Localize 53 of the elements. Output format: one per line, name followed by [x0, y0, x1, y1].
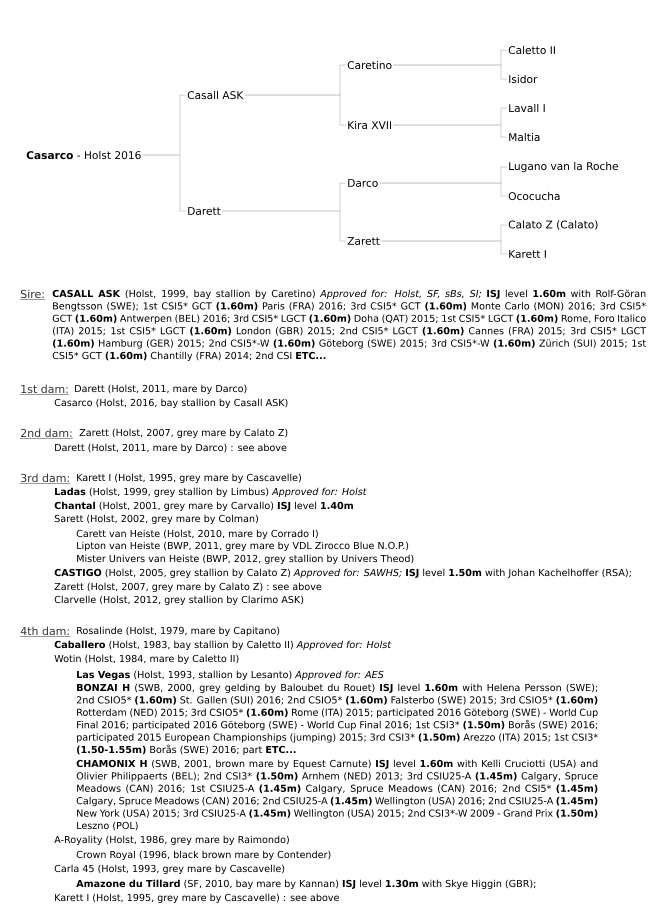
pedigree-entry: Sarett (Holst, 2002, grey mare by Colman) — [54, 514, 258, 524]
pedigree-line — [142, 154, 186, 212]
section-heading: Sire: — [20, 290, 46, 300]
pedigree-entry: Caballero (Holst, 1983, bay stallion by Caletto II) Approved for: Holst — [54, 640, 392, 650]
horse-name: Darco — [348, 179, 378, 187]
pedigree-line — [380, 240, 508, 254]
pedigree-entry: CASTIGO (Holst, 2005, grey stallion by Calato Z) Approved for: SAWHS; ISJ level 1.50m with Johan Kachelhoffer (RSA); — [54, 568, 631, 578]
horse-name: Maltia — [509, 132, 540, 142]
pedigree-entry: Carett van Heiste (Holst, 2010, mare by Corrado I) — [76, 530, 318, 539]
pedigree-line — [392, 124, 508, 138]
section-heading: 3rd dam: — [20, 474, 71, 484]
pedigree-entry: Mister Univers van Heiste (BWP, 2012, grey stallion by Univers Theod) — [77, 554, 414, 564]
pedigree-entry: BONZAI H (SWB, 2000, grey gelding by Baloubet du Rouet) ISJ level 1.60m with Helena Persson (SWE); 2nd CSIO5* (1.60m) St. Gallen (SUI) 2016; 2nd CSIO5* (1.60m) Falsterbo (SWE) 2015; 3rd CSIO5* (1.60m) Rotterdam (NED) 2015; 3rd CSIO5* (1.60m) Rome (ITA) 2015; participated 2016 Göteborg (SWE) - World Cup Final 2016; participated 2016 Göteborg (SWE) - World Cup Final 2016; 1st CSI3* (1.50m) Borås (SWE) 2016; participated 2015 European Championships (jumping) 2015; 3rd CSI3* (1.50m) Arezzo (ITA) 2015; 1st CSI3* (1.50-1.55m) Borås (SWE) 2016; part ETC... — [76, 684, 598, 755]
pedigree-entry: Clarvelle (Holst, 2012, grey stallion by Clarimo ASK) — [54, 596, 304, 605]
pedigree-entry: Darett (Holst, 2011, mare by Darco) — [75, 384, 246, 394]
pedigree-line — [222, 210, 346, 242]
horse-name: Caletto II — [508, 46, 555, 54]
pedigree-entry: Chantal (Holst, 2001, grey mare by Carvallo) ISJ level 1.40m — [54, 502, 353, 511]
horse-name: Casall ASK — [188, 90, 244, 100]
pedigree-entry: Zarett (Holst, 2007, grey mare by Calato Z) : see above — [54, 582, 322, 592]
pedigree-entry: Darett (Holst, 2011, mare by Darco) : see above — [55, 444, 286, 453]
pedigree-entry: Amazone du Tillard (SF, 2010, bay mare by Kannan) ISJ level 1.30m with Skye Higgin (GBR); — [76, 880, 536, 889]
horse-name: Karett I — [509, 250, 546, 258]
pedigree-entry: Karett I (Holst, 1995, grey mare by Cascavelle) : see above — [55, 894, 339, 903]
horse-name: Zarett — [348, 237, 380, 245]
horse-name: Darett — [188, 207, 221, 215]
pedigree-line — [244, 94, 346, 126]
horse-name: Lavall I — [509, 104, 545, 112]
pedigree-entry: Carla 45 (Holst, 1993, grey mare by Cascavelle) — [54, 864, 284, 874]
horse-name: Calato Z (Calato) — [508, 220, 598, 230]
pedigree-entry: A-Royality (Holst, 1986, grey mare by Raimondo) — [54, 836, 289, 845]
horse-name: Casarco - Holst 2016 — [26, 150, 141, 160]
pedigree-entry: CASALL ASK (Holst, 1999, bay stallion by Caretino) Approved for: Holst, SF, sBs, SI; ISJ level 1.60m with Rolf-Göran Bengtsson (SWE); 1st CSI5* GCT (1.60m) Paris (FRA) 2016; 3rd CSI5* GCT (1.60m) Monte Carlo (MON) 2016; 3rd CSI5* GCT (1.60m) Antwerpen (BEL) 2016; 3rd CSI5* LGCT (1.60m) Doha (QAT) 2015; 1st CSI5* LGCT (1.60m) Rome, Foro Italico (ITA) 2015; 1st CSI5* LGCT (1.60m) London (GBR) 2015; 2nd CSI5* LGCT (1.60m) Cannes (FRA) 2015; 3rd CSI5* LGCT (1.60m) Hamburg (GER) 2015; 2nd CSI5*-W (1.60m) Göteborg (SWE) 2015; 3rd CSI5*-W (1.60m) Zürich (SUI) 2015; 1st CSI5* GCT (1.60m) Chantilly (FRA) 2014; 2nd CSI ETC... — [52, 290, 646, 361]
section-heading: 4th dam: — [20, 626, 71, 637]
pedigree-entry: Crown Royal (1996, black brown mare by Contender) — [76, 850, 330, 860]
section-heading: 2nd dam: — [20, 428, 74, 439]
horse-name: Kira XVII — [348, 120, 392, 130]
pedigree-entry: Ladas (Holst, 1999, grey stallion by Limbus) Approved for: Holst — [55, 488, 367, 497]
horse-name: Lugano van la Roche — [509, 162, 618, 172]
pedigree-entry: Casarco (Holst, 2016, bay stallion by Casall ASK) — [54, 398, 288, 408]
pedigree-entry: Rosalinde (Holst, 1979, mare by Capitano) — [77, 626, 280, 636]
pedigree-entry: Lipton van Heiste (BWP, 2011, grey mare by VDL Zirocco Blue N.O.P.) — [77, 542, 408, 551]
pedigree-entry: Wotin (Holst, 1984, mare by Caletto II) — [54, 654, 238, 664]
horse-name: Ococucha — [508, 192, 560, 200]
pedigree-entry: Zarett (Holst, 2007, grey mare by Calato Z) — [80, 428, 288, 438]
section-heading: 1st dam: — [20, 384, 70, 395]
pedigree-line — [379, 182, 508, 196]
pedigree-line — [392, 64, 508, 80]
pedigree-entry: CHAMONIX H (SWB, 2001, brown mare by Equest Carnute) ISJ level 1.60m with Kelli Cruciotti (USA) and Olivier Philippaerts (BEL); 2nd CSI3* (1.50m) Arnhem (NED) 2013; 3rd CSIU25-A (1.45m) Calgary, Spruce Meadows (CAN) 2016; 1st CSIU25-A (1.45m) Calgary, Spruce Meadows (CAN) 2016; 2nd CSI5* (1.45m) Calgary, Spruce Meadows (CAN) 2016; 2nd CSIU25-A (1.45m) Wellington (USA) 2016; 2nd CSIU25-A (1.45m) New York (USA) 2015; 3rd CSIU25-A (1.45m) Wellington (USA) 2015; 2nd CSI3*-W 2009 - Grand Prix (1.50m) Leszno (POL) — [76, 760, 598, 830]
horse-name: Caretino — [348, 60, 392, 70]
pedigree-entry: Karett I (Holst, 1995, grey mare by Cascavelle) — [77, 474, 301, 483]
horse-name: Isidor — [509, 74, 538, 84]
pedigree-entry: Las Vegas (Holst, 1993, stallion by Lesanto) Approved for: AES — [77, 670, 384, 680]
